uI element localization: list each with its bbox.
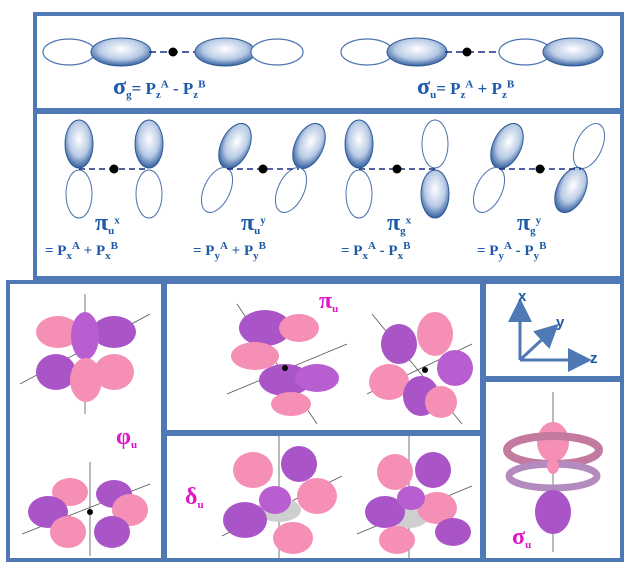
delta-u-3d-panel: δu [163,432,484,562]
sigma-orbital-drawings [42,37,604,67]
phi-u-orbital-drawings [19,294,151,556]
pi-g-y-symbol: πgy [517,210,542,238]
pi-orbital-drawings [64,119,606,219]
pi-g-y-equation: = PyA - PyB [477,240,547,262]
axes-panel: x y z [482,280,624,380]
sigma-u-3d-drawing [503,392,603,552]
coordinate-axes [508,298,592,372]
delta-u-3d-label: δu [185,484,204,512]
axis-x-label: x [518,288,527,305]
pi-panel: πux = PxA + PxB πuy = PyA + PyB πgx = Px… [33,110,624,280]
sigma-u-3d-panel: σu [482,378,624,562]
pi-g-x-orbital [344,119,450,219]
phi-u-orbital-top [19,294,151,414]
sigma-u-3d-label: σu [512,524,532,552]
pi-u-y-orbital [200,122,326,213]
pi-u-x-orbital [64,119,164,219]
pi-u-3d-drawings [226,303,473,425]
sigma-panel: σg= PzA - PzB σu= PzA + PzB [33,12,624,112]
axis-z-label: z [590,350,598,367]
phi-u-panel: φu [6,280,165,562]
phi-u-orbital-bottom [21,462,151,556]
pi-u-3d-orbital-left [226,303,348,425]
sigma-g-label: σg= PzA - PzB [113,74,206,102]
pi-u-x-symbol: πux [95,210,120,238]
delta-u-3d-orbital-left [221,436,343,558]
pi-u-3d-panel: πu [163,280,484,434]
sigma-g-orbital [42,37,304,67]
pi-g-y-orbital [472,122,606,214]
pi-g-x-symbol: πgx [387,210,412,238]
delta-u-3d-orbital-right [356,436,473,558]
pi-u-x-equation: = PxA + PxB [45,240,118,262]
delta-u-3d-drawings [221,436,473,558]
pi-u-y-equation: = PyA + PyB [193,240,266,262]
axis-y-label: y [556,314,565,331]
sigma-u-label: σu= PzA + PzB [417,74,515,102]
phi-u-label: φu [116,424,138,452]
pi-u-y-symbol: πuy [241,210,266,238]
pi-u-3d-orbital-right [366,312,473,425]
pi-g-x-equation: = PxA - PxB [341,240,411,262]
sigma-u-orbital [340,37,604,67]
pi-u-3d-label: πu [319,288,339,316]
sigma-u-3d-orbital [503,392,603,552]
